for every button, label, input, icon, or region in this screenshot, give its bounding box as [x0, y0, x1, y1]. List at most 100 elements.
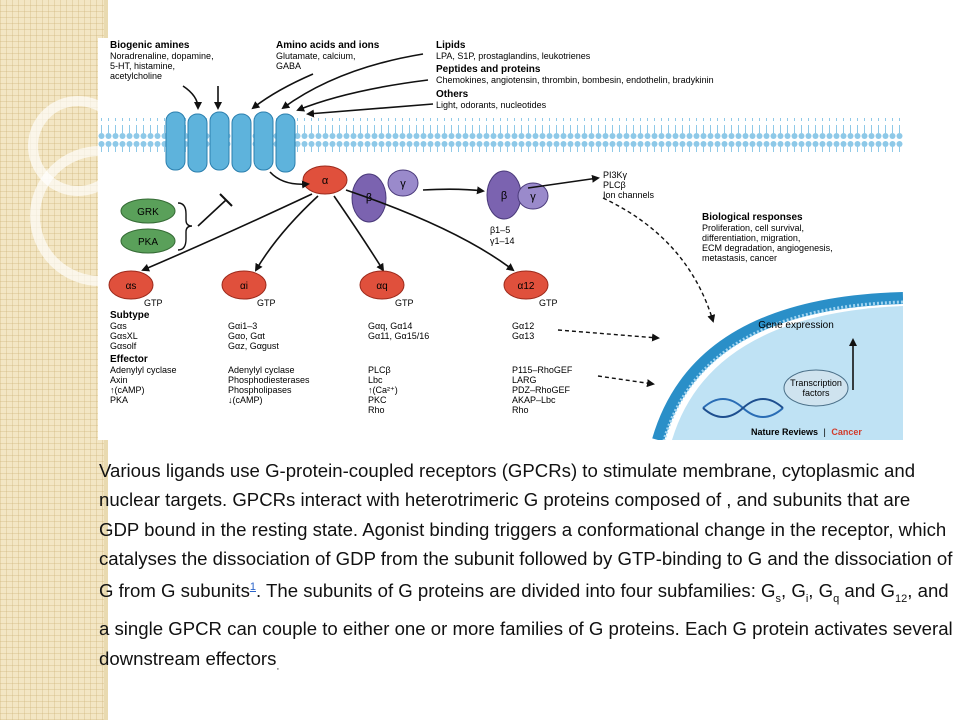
ligand-title: Biogenic amines	[110, 40, 190, 51]
ligand-line: acetylcholine	[110, 71, 162, 81]
effector-entry: Rho	[512, 405, 529, 415]
g-alpha-label: α	[322, 175, 329, 187]
response-line: metastasis, cancer	[702, 253, 777, 263]
effector-entry: Adenylyl cyclase	[228, 365, 295, 375]
nuclear-envelope	[652, 292, 904, 442]
kinase-pka: PKA	[120, 228, 176, 254]
effector-entry: Rho	[368, 405, 385, 415]
effector-entry: Lbc	[368, 375, 383, 385]
effector-entry: AKAP–Lbc	[512, 395, 556, 405]
kinase-brace	[177, 202, 193, 251]
caption-text: and G	[839, 580, 896, 602]
gpcr-receptor	[165, 111, 296, 173]
biological-responses: Biological responses Proliferation, cell…	[702, 212, 833, 263]
ligand-line: Noradrenaline, dopamine,	[110, 51, 214, 61]
subtype-entry: Gα11, Gα15/16	[368, 331, 429, 341]
credit-journal: Cancer	[831, 427, 862, 437]
figure-credit: Nature Reviews | Cancer	[751, 427, 862, 437]
g-gamma-subunit	[387, 169, 419, 197]
ligand-arrows	[182, 53, 434, 118]
free-betagamma-dimer: β γ	[486, 170, 549, 220]
credit-source: Nature Reviews	[751, 427, 818, 437]
dna-strand	[702, 398, 784, 418]
caption-text: , G	[781, 580, 806, 602]
g-alpha-s: αs GTP	[108, 270, 163, 308]
effector-entry: Phosphodiesterases	[228, 375, 310, 385]
gtp-label: GTP	[395, 298, 414, 308]
effector-entry: ↑(cAMP)	[110, 385, 145, 395]
gpcr-diagram: Biogenic amines Noradrenaline, dopamine,…	[98, 40, 904, 442]
ligand-line: LPA, S1P, prostaglandins, leukotrienes	[436, 51, 591, 61]
ligand-line: GABA	[276, 61, 301, 71]
subtype-entry: Gαo, Gαt	[228, 331, 265, 341]
effector-entry: PKC	[368, 395, 387, 405]
beta-isoform-range: β1–5	[490, 225, 510, 235]
ligand-title: Peptides and proteins	[436, 64, 541, 75]
ligand-line: Light, odorants, nucleotides	[436, 100, 547, 110]
nucleus	[652, 292, 904, 442]
effector-entry: PDZ–RhoGEF	[512, 385, 571, 395]
response-line: Proliferation, cell survival,	[702, 223, 804, 233]
grk-label: GRK	[137, 207, 159, 218]
credit-separator: |	[824, 427, 826, 437]
slide-sidebar	[0, 0, 170, 720]
effector-entry: Adenylyl cyclase	[110, 365, 177, 375]
subtype-entry: Gα13	[512, 331, 534, 341]
dissociation-arrows	[141, 171, 515, 272]
beta-label: β	[501, 190, 507, 202]
effector-entry: LARG	[512, 375, 537, 385]
alpha-label: αq	[376, 281, 387, 292]
g-alpha-subunit	[302, 165, 348, 195]
figure-caption: Various ligands use G-protein-coupled re…	[99, 456, 954, 682]
ligand-amino-acids: Amino acids and ions Glutamate, calcium,…	[276, 40, 380, 71]
effector-entry: PLCβ	[368, 365, 391, 375]
ligand-title: Amino acids and ions	[276, 40, 380, 51]
inhibition-line	[197, 199, 227, 227]
ligand-line: Glutamate, calcium,	[276, 51, 356, 61]
signal-arrows-dashed	[557, 197, 716, 388]
g-alpha-i: αi GTP	[221, 270, 276, 308]
ligand-line: 5-HT, histamine,	[110, 61, 175, 71]
subtype-entry: Gαi1–3	[228, 321, 257, 331]
effector-entry: Phospholipases	[228, 385, 292, 395]
tf-label: factors	[802, 388, 830, 398]
effector-entry: PKA	[110, 395, 128, 405]
reference-link[interactable]: 1	[249, 581, 256, 594]
alpha-label: αi	[240, 281, 248, 292]
kinase-grk: GRK	[120, 198, 176, 224]
g-alpha-q: αq GTP	[359, 270, 414, 308]
subtype-table: Gαs GαsXL Gαsolf Gαi1–3 Gαo, Gαt Gαz, Gα…	[110, 321, 534, 351]
ligand-title: Others	[436, 89, 469, 100]
subtype-entry: Gαsolf	[110, 341, 137, 351]
caption-text: , G	[808, 580, 834, 602]
caption-text: , and a single GPCR can couple to either…	[99, 580, 953, 669]
effector-heading: Effector	[110, 354, 148, 365]
subtype-heading: Subtype	[110, 310, 150, 321]
effector-entry: ↑(Ca²⁺)	[368, 385, 398, 395]
subtype-entry: Gαz, Gαgust	[228, 341, 279, 351]
effector-pi3k: PI3Kγ	[603, 170, 628, 180]
g-gamma-label: γ	[400, 178, 406, 190]
ligand-line: Chemokines, angiotensin, thrombin, bombe…	[436, 75, 714, 85]
subtype-entry: Gαs	[110, 321, 127, 331]
alpha-label: αs	[126, 281, 137, 292]
ligand-lipids: Lipids LPA, S1P, prostaglandins, leukotr…	[436, 40, 714, 110]
gtp-label: GTP	[257, 298, 276, 308]
effector-entry: P115–RhoGEF	[512, 365, 573, 375]
caption-subscript: q	[833, 593, 840, 606]
response-line: ECM degradation, angiogenesis,	[702, 243, 833, 253]
caption-text: . The subunits of G proteins are divided…	[256, 580, 776, 602]
subtype-entry: GαsXL	[110, 331, 138, 341]
gamma-subunit	[517, 182, 549, 210]
transcription-factors	[783, 369, 849, 407]
gpcr-signalling-figure: Biogenic amines Noradrenaline, dopamine,…	[98, 38, 904, 442]
caption-subscript: .	[276, 660, 280, 673]
gene-expression-label: Gene expression	[758, 320, 834, 331]
responses-heading: Biological responses	[702, 212, 803, 223]
alpha-label: α12	[518, 281, 535, 292]
tf-label: Transcription	[790, 378, 842, 388]
caption-subscript: 12	[895, 593, 908, 606]
subtype-entry: Gα12	[512, 321, 534, 331]
effector-table: Adenylyl cyclase Axin ↑(cAMP) PKA Adenyl…	[110, 365, 573, 415]
gamma-isoform-range: γ1–14	[490, 236, 515, 246]
